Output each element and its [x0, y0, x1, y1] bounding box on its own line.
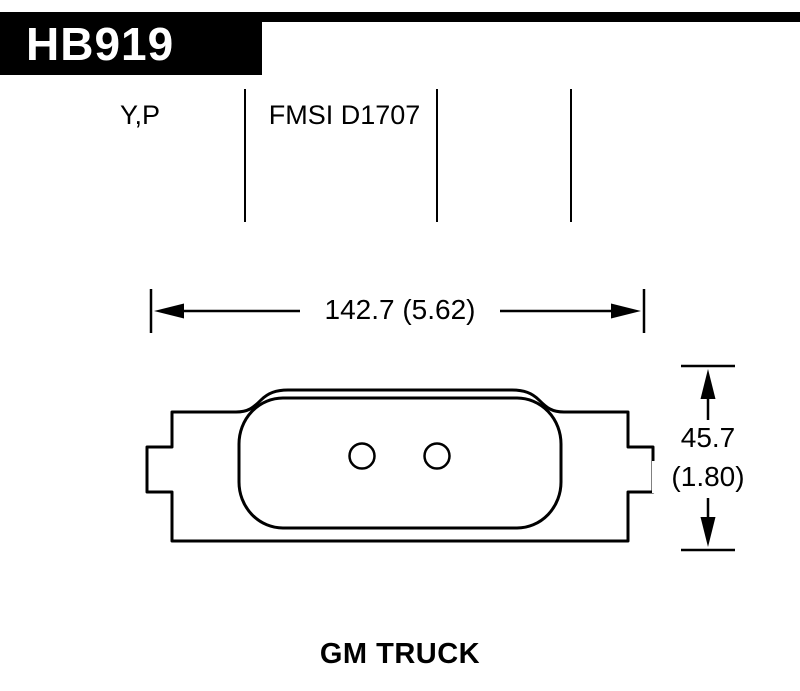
top-banner-strip: [0, 12, 800, 22]
height-dimension-label-mm: 45.7: [660, 422, 756, 454]
part-number: HB919: [26, 17, 175, 70]
backplate-outline: [147, 390, 653, 541]
width-dimension-label: 142.7 (5.62): [300, 294, 500, 326]
height-dimension-label-in: (1.80): [652, 461, 764, 493]
compound-codes: Y,P: [119, 100, 161, 130]
height-dim-up-arrowhead: [700, 369, 716, 399]
mounting-hole-left: [350, 444, 375, 469]
width-dim-left-arrowhead: [154, 303, 184, 319]
friction-pad-outline: [239, 398, 561, 528]
height-dim-down-arrowhead: [700, 517, 716, 547]
part-number-box: HB919: [0, 12, 262, 75]
mounting-hole-right: [425, 444, 450, 469]
width-dim-right-arrowhead: [611, 303, 641, 319]
fmsi-label: FMSI D1707: [268, 100, 421, 130]
brake-pad-drawing: [147, 390, 653, 541]
application-label: GM TRUCK: [319, 638, 481, 670]
height-dimension: [681, 366, 735, 550]
